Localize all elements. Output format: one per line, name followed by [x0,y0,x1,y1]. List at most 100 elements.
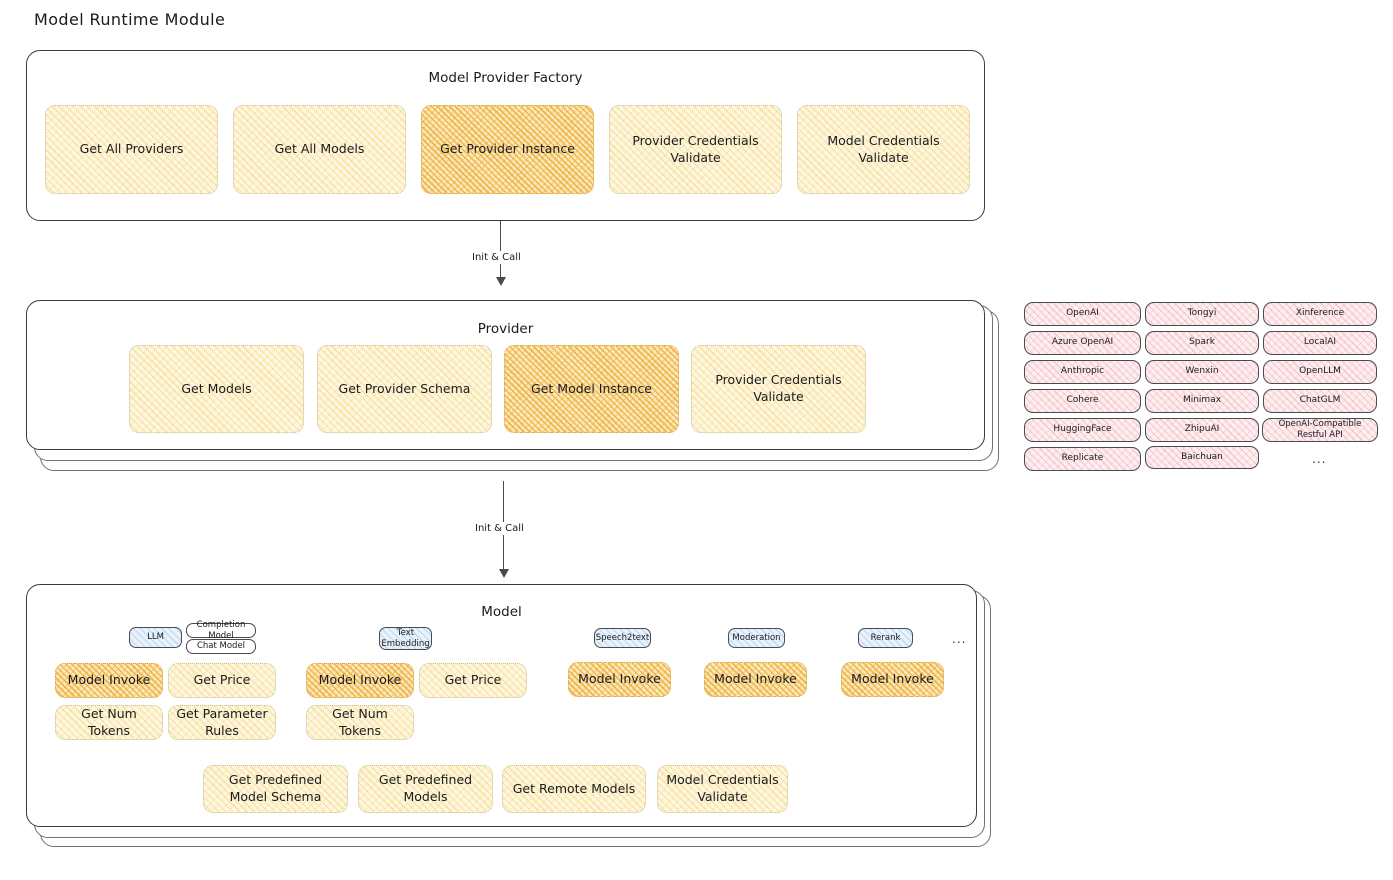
model-type-badge-text-embedding[interactable]: Text Embedding [379,627,432,650]
provider-chip-label: OpenLLM [1299,366,1341,377]
llm-method-get-parameter-rules[interactable]: Get Parameter Rules [168,705,276,740]
speech2text-method-model-invoke[interactable]: Model Invoke [568,662,671,697]
provider-chip-localai[interactable]: LocalAI [1263,331,1377,355]
text-embedding-method-label: Get Num Tokens [332,705,388,738]
provider-chip-cohere[interactable]: Cohere [1024,389,1141,413]
llm-method-label: Get Price [193,672,251,688]
provider-chip-tongyi[interactable]: Tongyi [1145,302,1259,326]
provider-chip-zhipuai[interactable]: ZhipuAI [1145,418,1259,442]
provider-chip-chatglm[interactable]: ChatGLM [1263,389,1377,413]
provider-chip-openai[interactable]: OpenAI [1024,302,1141,326]
provider-chip-xinference[interactable]: Xinference [1263,302,1377,326]
model-shared-method-model-credentials-validate[interactable]: Model Credentials Validate [657,765,788,813]
provider-chip-huggingface[interactable]: HuggingFace [1024,418,1141,442]
model-shared-method-label: Get Predefined Model Schema [228,772,323,804]
arrow-factory-to-provider-label: Init & Call [468,251,525,264]
factory-method-model-credentials-validate[interactable]: Model Credentials Validate [797,105,970,194]
model-subtype-badge-completion-model[interactable]: Completion Model [186,619,256,641]
model-types-more: ... [952,632,967,646]
model-type-badge-label: Speech2text [595,632,650,643]
text-embedding-method-label: Model Invoke [318,672,402,688]
provider-chip-label: Minimax [1182,395,1222,406]
factory-method-label: Get Provider Instance [440,141,575,157]
model-type-badge-label: Moderation [732,632,781,643]
model-type-badge-label: LLM [147,632,164,643]
page-title: Model Runtime Module [34,10,226,29]
factory-method-label: Get All Providers [79,141,184,157]
provider-chip-label: OpenAI-Compatible Restful API [1278,419,1362,440]
model-title: Model [481,604,522,620]
provider-chip-label: Replicate [1061,453,1104,464]
llm-method-label: Model Invoke [67,672,151,688]
provider-method-provider-credentials-validate[interactable]: Provider Credentials Validate [691,345,866,433]
provider-list-more: ... [1312,452,1327,466]
provider-chip-label: LocalAI [1303,337,1337,348]
provider-chip-label: Anthropic [1060,366,1105,377]
model-subtype-badge-label: Completion Model [196,619,246,641]
factory-method-provider-credentials-validate[interactable]: Provider Credentials Validate [609,105,782,194]
provider-method-label: Get Models [181,380,252,396]
provider-method-get-model-instance[interactable]: Get Model Instance [504,345,679,433]
factory-method-get-provider-instance[interactable]: Get Provider Instance [421,105,594,194]
provider-method-label: Get Model Instance [531,380,652,396]
provider-chip-replicate[interactable]: Replicate [1024,447,1141,471]
provider-method-label: Get Provider Schema [338,380,471,396]
provider-chip-label: OpenAI [1066,308,1099,319]
llm-method-label: Get Num Tokens [81,705,137,738]
provider-chip-label: Spark [1189,337,1215,348]
model-type-badge-speech2text[interactable]: Speech2text [594,628,651,648]
speech2text-method-label: Model Invoke [578,671,661,687]
provider-chip-openai-compatible-restful-api[interactable]: OpenAI-Compatible Restful API [1262,418,1378,442]
provider-chip-openllm[interactable]: OpenLLM [1263,360,1377,384]
model-subtype-badge-chat-model[interactable]: Chat Model [186,639,256,654]
provider-method-get-provider-schema[interactable]: Get Provider Schema [317,345,492,433]
model-shared-method-get-remote-models[interactable]: Get Remote Models [502,765,646,813]
provider-chip-label: Wenxin [1185,366,1219,377]
provider-chip-label: Xinference [1295,308,1345,319]
arrow-factory-to-provider-head [496,277,506,286]
provider-chip-label: Tongyi [1187,308,1217,319]
model-type-badge-rerank[interactable]: Rerank [858,628,913,648]
provider-chip-label: ChatGLM [1299,395,1341,406]
model-type-badge-moderation[interactable]: Moderation [728,628,785,648]
factory-method-label: Get All Models [274,141,365,157]
factory-method-get-all-models[interactable]: Get All Models [233,105,406,194]
llm-method-model-invoke[interactable]: Model Invoke [55,663,163,698]
llm-method-get-price[interactable]: Get Price [168,663,276,698]
provider-chip-baichuan[interactable]: Baichuan [1145,446,1259,469]
text-embedding-method-get-num-tokens[interactable]: Get Num Tokens [306,705,414,740]
model-shared-method-get-predefined-model-schema[interactable]: Get Predefined Model Schema [203,765,348,813]
provider-chip-anthropic[interactable]: Anthropic [1024,360,1141,384]
text-embedding-method-get-price[interactable]: Get Price [419,663,527,698]
model-shared-method-get-predefined-models[interactable]: Get Predefined Models [358,765,493,813]
llm-method-get-num-tokens[interactable]: Get Num Tokens [55,705,163,740]
factory-method-label: Provider Credentials Validate [632,132,759,165]
model-provider-factory-title: Model Provider Factory [428,70,583,86]
provider-chip-wenxin[interactable]: Wenxin [1145,360,1259,384]
model-shared-method-label: Model Credentials Validate [666,772,779,804]
model-shared-method-label: Get Remote Models [512,780,636,796]
provider-chip-label: ZhipuAI [1184,424,1220,435]
rerank-method-label: Model Invoke [851,671,934,687]
model-type-badge-label: Rerank [870,632,901,643]
provider-chip-label: HuggingFace [1053,424,1112,435]
provider-chip-azure-openai[interactable]: Azure OpenAI [1024,331,1141,355]
provider-chip-spark[interactable]: Spark [1145,331,1259,355]
provider-chip-label: Baichuan [1181,451,1223,462]
moderation-method-model-invoke[interactable]: Model Invoke [704,662,807,697]
provider-chip-label: Azure OpenAI [1051,337,1114,348]
provider-title: Provider [477,321,534,337]
model-type-badge-llm[interactable]: LLM [129,627,182,648]
factory-method-label: Model Credentials Validate [827,132,940,165]
rerank-method-model-invoke[interactable]: Model Invoke [841,662,944,697]
provider-method-get-models[interactable]: Get Models [129,345,304,433]
llm-method-label: Get Parameter Rules [176,705,268,738]
factory-method-get-all-providers[interactable]: Get All Providers [45,105,218,194]
text-embedding-method-model-invoke[interactable]: Model Invoke [306,663,414,698]
provider-method-label: Provider Credentials Validate [715,372,842,404]
arrow-provider-to-model-head [499,569,509,578]
provider-chip-minimax[interactable]: Minimax [1145,389,1259,413]
model-subtype-badge-label: Chat Model [196,641,246,652]
provider-chip-label: Cohere [1066,395,1099,406]
